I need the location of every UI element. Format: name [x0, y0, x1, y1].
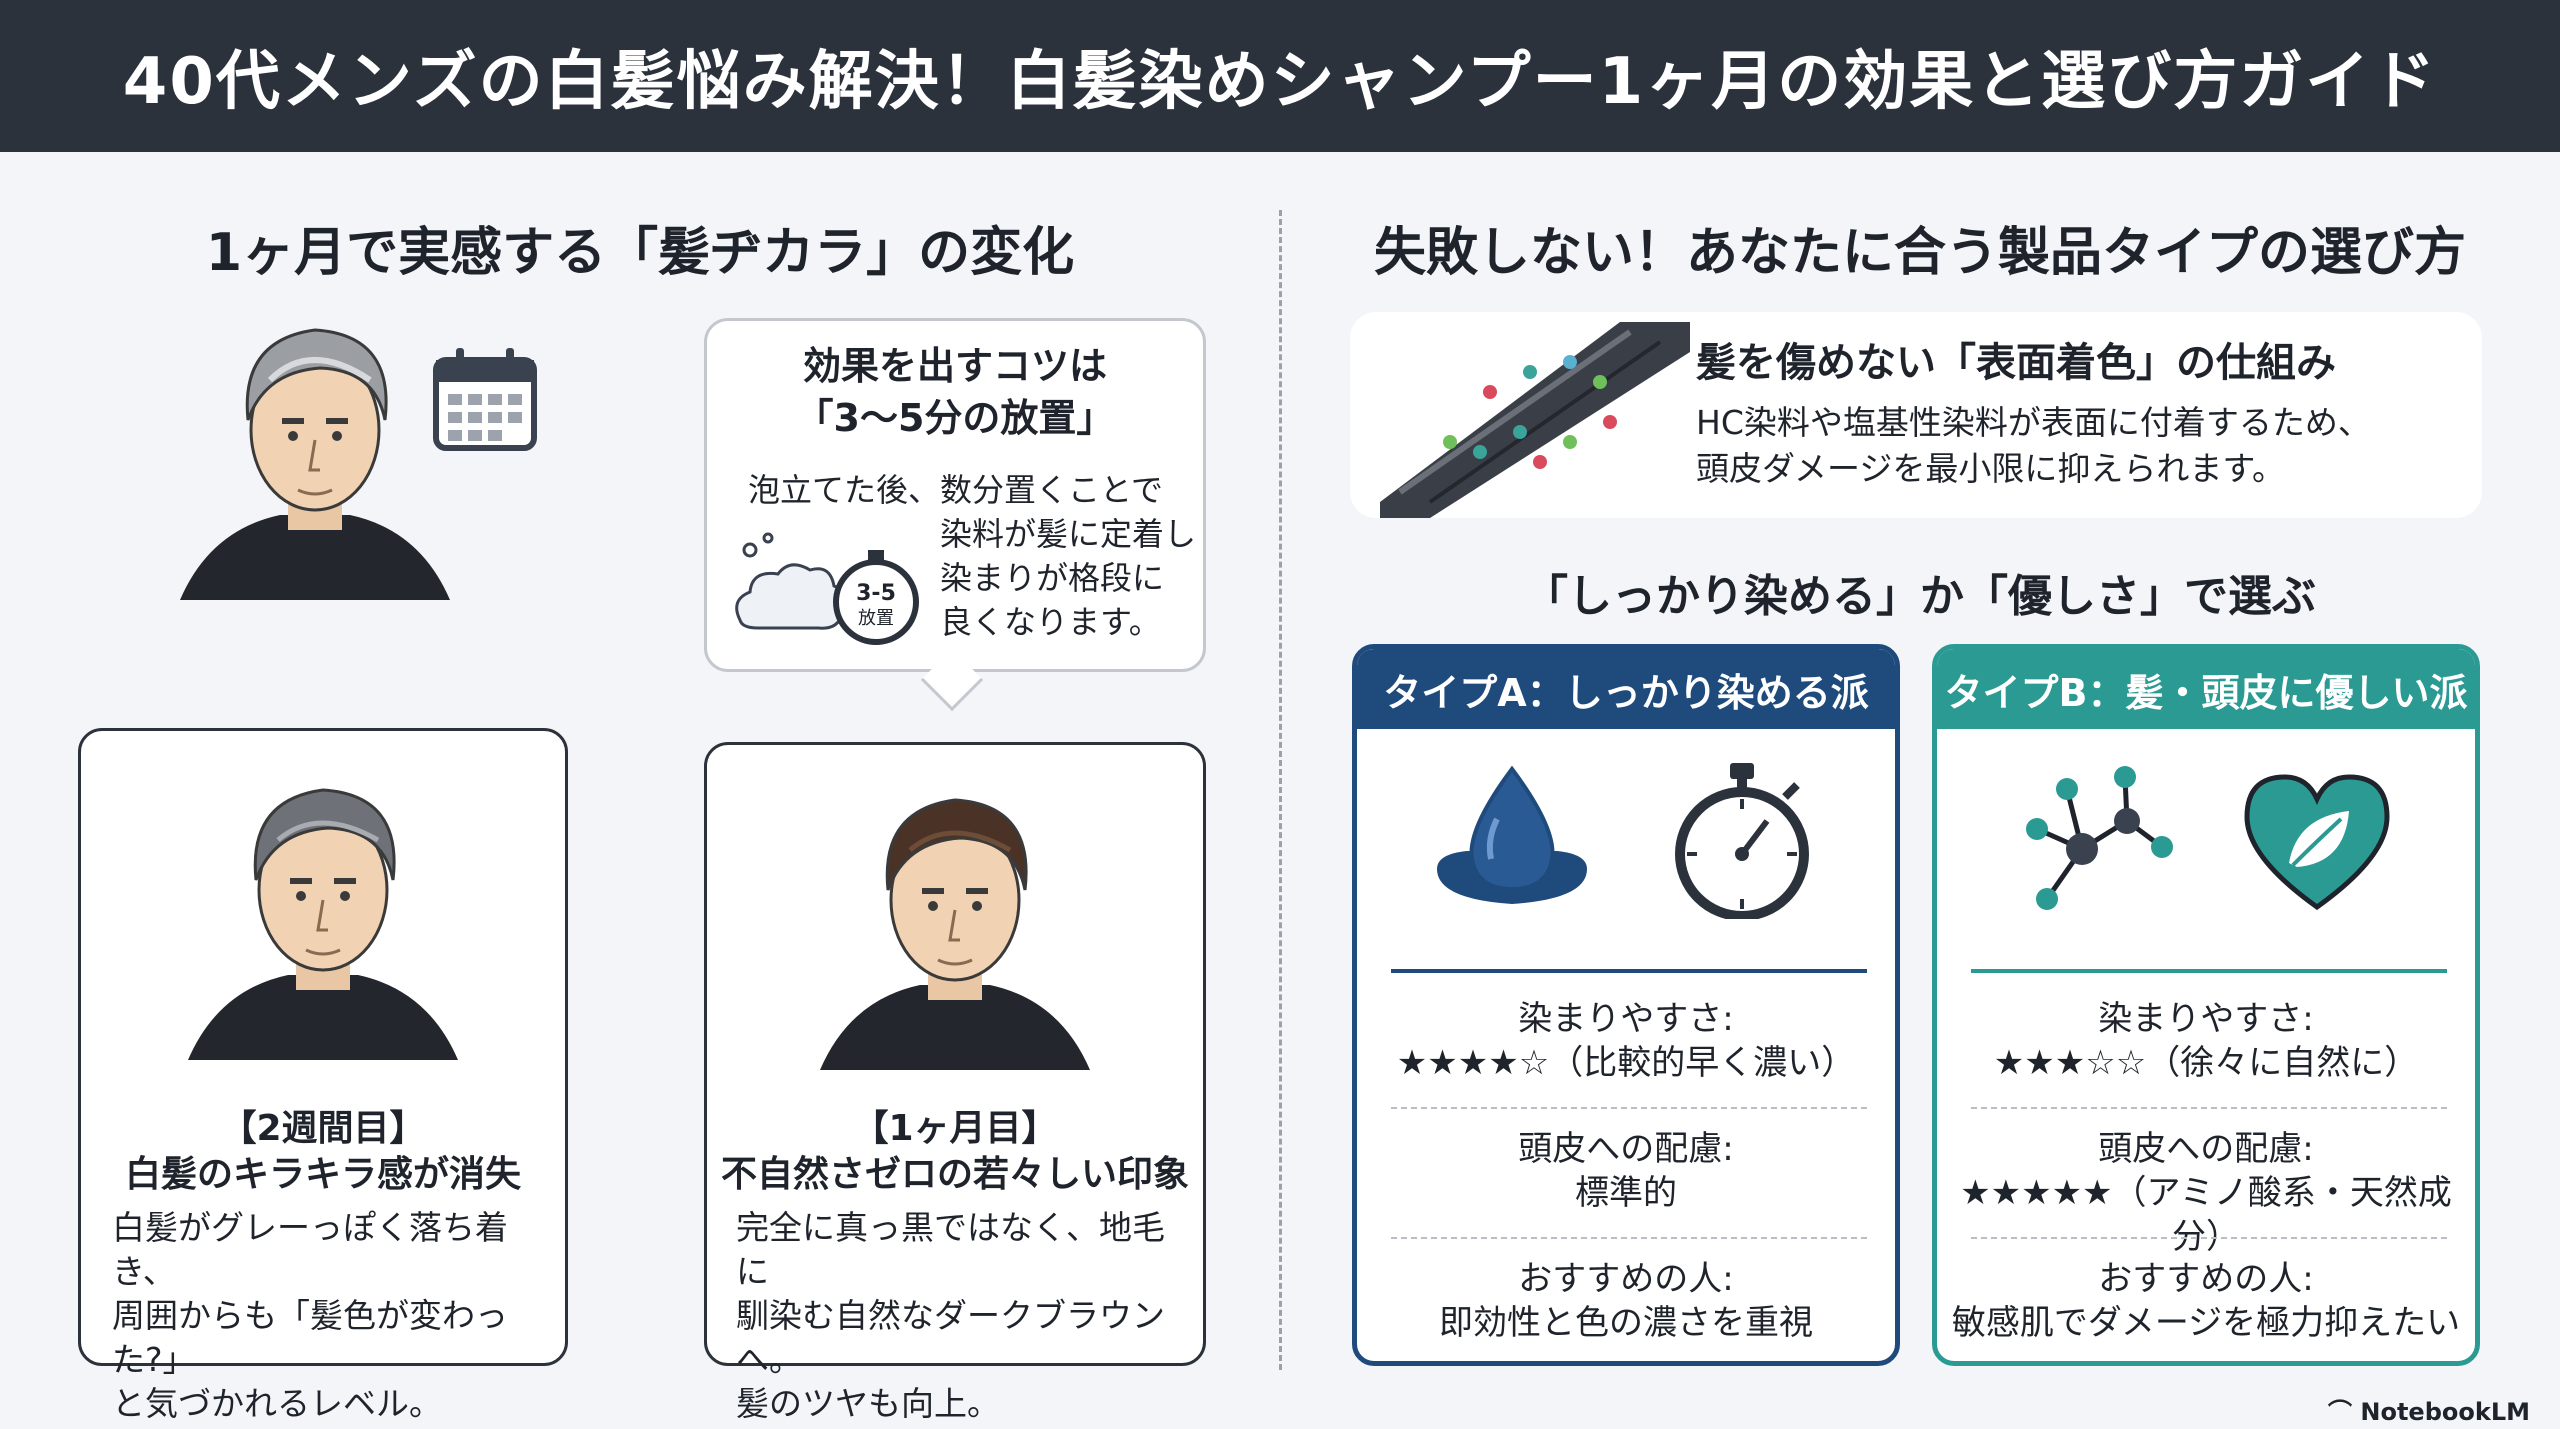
- scalp-label: 頭皮への配慮:: [1518, 1129, 1734, 1169]
- card-title-line: 【2週間目】: [220, 1108, 426, 1149]
- row-separator: [1971, 1237, 2447, 1239]
- tip-title: 効果を出すコツは 「3〜5分の放置」: [704, 340, 1206, 444]
- dye-label: 染まりやすさ:: [2098, 999, 2314, 1039]
- notebooklm-icon: ⌒: [2328, 1398, 2361, 1426]
- product-desc-line: HC染料や塩基性染料が表面に付着するため、: [1696, 403, 2371, 442]
- calendar-icon: [433, 348, 537, 451]
- stopwatch-icon: [1675, 763, 1809, 919]
- scalp-value: 標準的: [1575, 1173, 1677, 1213]
- row-separator: [1391, 1107, 1867, 1109]
- dye-label: 染まりやすさ:: [1518, 999, 1734, 1039]
- dye-value: ★★★★☆（比較的早く濃い）: [1396, 1043, 1856, 1083]
- tip-title-line: 「3〜5分の放置」: [795, 396, 1115, 440]
- card-body-line: 周囲からも「髪色が変わった?」: [112, 1296, 508, 1379]
- molecule-icon: [2026, 766, 2173, 910]
- timer-text: 放置: [858, 608, 894, 629]
- hair-strand-icon: [1380, 322, 1690, 518]
- row-separator: [1971, 1107, 2447, 1109]
- card-title-line: 白髪のキラキラ感が消失: [124, 1154, 521, 1195]
- graying-man-portrait: [188, 788, 458, 1060]
- card-title-line: 不自然さゼロの若々しい印象: [720, 1154, 1189, 1195]
- card-body: 白髪がグレーっぽく落ち着き、 周囲からも「髪色が変わった?」 と気づかれるレベル…: [112, 1206, 562, 1426]
- type-a-header: タイプA：しっかり染める派: [1357, 649, 1895, 729]
- dark-brown-hair-man-portrait: [820, 798, 1090, 1070]
- card-body-line: と気づかれるレベル。: [112, 1384, 442, 1423]
- tip-body-line: 良くなります。: [940, 603, 1161, 641]
- scalp-value: ★★★★★（アミノ酸系・天然成分）: [1960, 1173, 2452, 1257]
- card-body-line: 白髪がグレーっぽく落ち着き、: [112, 1208, 508, 1291]
- left-section-title: 1ヶ月で実感する「髪ヂカラ」の変化: [205, 223, 1075, 283]
- row-separator: [1391, 1237, 1867, 1239]
- choose-heading: 「しっかり染める」か「優しさ」で選ぶ: [1524, 571, 2316, 622]
- card-title: 【1ヶ月目】 不自然さゼロの若々しい印象: [704, 1106, 1206, 1198]
- type-a-rule: [1391, 969, 1867, 973]
- type-b-rule: [1971, 969, 2447, 973]
- type-b-header: タイプB：髪・頭皮に優しい派: [1937, 649, 2475, 729]
- card-body-line: 馴染む自然なダークブラウンへ。: [736, 1296, 1165, 1379]
- heart-leaf-icon: [2244, 774, 2390, 911]
- card-body-line: 髪のツヤも向上。: [736, 1384, 1000, 1423]
- tip-body-line: 泡立てた後、数分置くことで: [748, 471, 1164, 509]
- card-title-line: 【1ヶ月目】: [852, 1108, 1058, 1149]
- card-title: 【2週間目】 白髪のキラキラ感が消失: [78, 1106, 568, 1198]
- tip-body: 染料が髪に定着し 染まりが格段に 良くなります。: [940, 512, 1200, 644]
- tip-title-line: 効果を出すコツは: [802, 344, 1107, 388]
- page-title: 40代メンズの白髪悩み解決！白髪染めシャンプー1ヶ月の効果と選び方ガイド: [122, 45, 2438, 119]
- recommend-label: おすすめの人:: [1518, 1259, 1734, 1299]
- recommend-value: 即効性と色の濃さを重視: [1439, 1303, 1813, 1343]
- section-divider: [1279, 210, 1282, 1370]
- type-a-card: タイプA：しっかり染める派 染まりやすさ: ★★★★☆（比較的早く濃い） 頭皮へ…: [1352, 644, 1900, 1366]
- product-description: HC染料や塩基性染料が表面に付着するため、 頭皮ダメージを最小限に抑えられます。: [1696, 400, 2456, 492]
- product-heading: 髪を傷めない「表面着色」の仕組み: [1696, 340, 2336, 386]
- type-b-card: タイプB：髪・頭皮に優しい派 染まりやすさ: ★★★☆☆（徐々に自然に） 頭皮へ…: [1932, 644, 2480, 1366]
- tip-body-line: 染料が髪に定着し: [940, 515, 1197, 553]
- scalp-label: 頭皮への配慮:: [2098, 1129, 2314, 1169]
- card-body: 完全に真っ黒ではなく、地毛に 馴染む自然なダークブラウンへ。 髪のツヤも向上。: [736, 1206, 1196, 1426]
- timer-text: 3-5: [856, 581, 896, 606]
- dye-value: ★★★☆☆（徐々に自然に）: [1993, 1043, 2419, 1083]
- recommend-label: おすすめの人:: [2098, 1259, 2314, 1299]
- gray-hair-man-portrait: [180, 328, 450, 600]
- header-bar: [0, 0, 2560, 152]
- notebooklm-logo: ⌒ NotebookLM: [2328, 1392, 2530, 1427]
- card-body-line: 完全に真っ黒ではなく、地毛に: [736, 1208, 1165, 1291]
- foam-timer-icon: 3-5 放置: [735, 532, 919, 645]
- recommend-value: 敏感肌でダメージを極力抑えたい: [1951, 1303, 2461, 1343]
- water-drop-icon: [1437, 765, 1587, 904]
- right-section-title: 失敗しない！あなたに合う製品タイプの選び方: [1373, 223, 2466, 283]
- product-desc-line: 頭皮ダメージを最小限に抑えられます。: [1696, 449, 2286, 488]
- tip-body-line: 染まりが格段に: [940, 559, 1165, 597]
- brand-name: NotebookLM: [2360, 1398, 2530, 1426]
